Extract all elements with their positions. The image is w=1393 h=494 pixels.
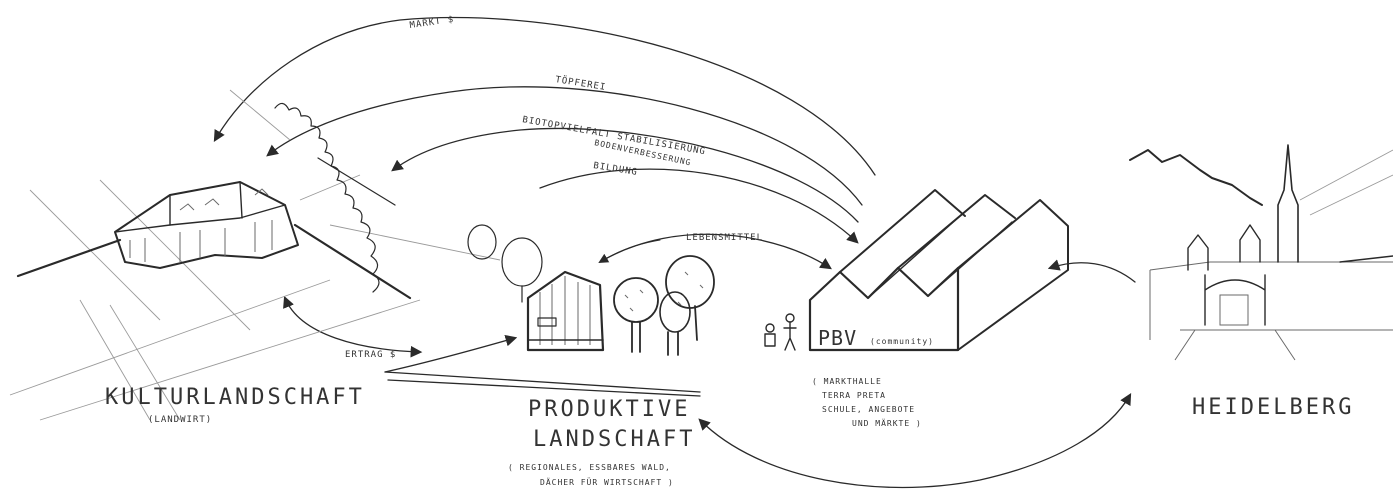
arrow-produktive-heidelberg [698, 392, 1132, 489]
produktive-note-line1: ( REGIONALES, ESSBARES WALD, [508, 463, 671, 472]
produktive-title-line1: PRODUKTIVE [528, 397, 690, 422]
label-bildung: BILDUNG [593, 161, 639, 178]
arrow-bildung [539, 168, 859, 244]
node-labels: KULTURLANDSCHAFT (LANDWIRT) PRODUKTIVE L… [105, 326, 1354, 487]
arrow-to-produktive [384, 334, 518, 373]
pbv-note-line3: SCHULE, ANGEBOTE [822, 405, 915, 414]
arrow-toepferei [266, 86, 863, 206]
pbv-note-line1: ( MARKTHALLE [812, 377, 882, 386]
pbv-note-line4: UND MÄRKTE ) [852, 418, 922, 428]
arrow-ertrag [283, 295, 423, 358]
heidelberg-title: HEIDELBERG [1192, 395, 1354, 420]
arrow-biotopvielfalt [391, 127, 859, 223]
arrow-markt [213, 16, 876, 176]
pbv-hall-sketch [764, 189, 1069, 352]
kulturlandschaft-sketch [9, 89, 501, 421]
label-lebensmittel: LEBENSMITTEL [686, 233, 763, 243]
label-toepferei: TÖPFEREI [555, 74, 607, 93]
pbv-label: PBV [818, 326, 857, 350]
arrow-heidelberg-pbv [1047, 259, 1136, 283]
produktive-title-line2: LANDSCHAFT [533, 427, 695, 452]
kulturlandschaft-subtitle: (LANDWIRT) [148, 415, 212, 425]
produktive-landschaft-sketch [384, 255, 715, 397]
flow-labels: MARKT $ TÖPFEREI BIOTOPVIELFALT STABILIS… [345, 15, 763, 360]
label-markt: MARKT $ [409, 15, 455, 31]
label-ertrag: ERTRAG $ [345, 350, 396, 360]
pbv-note-line2: TERRA PRETA [822, 391, 886, 400]
arrow-lebensmittel-back [598, 239, 661, 263]
heidelberg-sketch [1129, 144, 1393, 361]
kulturlandschaft-title: KULTURLANDSCHAFT [105, 385, 365, 410]
flow-arrows [213, 16, 1136, 489]
produktive-note-line2: DÄCHER FÜR WIRTSCHAFT ) [540, 477, 674, 487]
tree-row-sketch [274, 102, 543, 303]
pbv-label-small: (community) [870, 337, 934, 346]
